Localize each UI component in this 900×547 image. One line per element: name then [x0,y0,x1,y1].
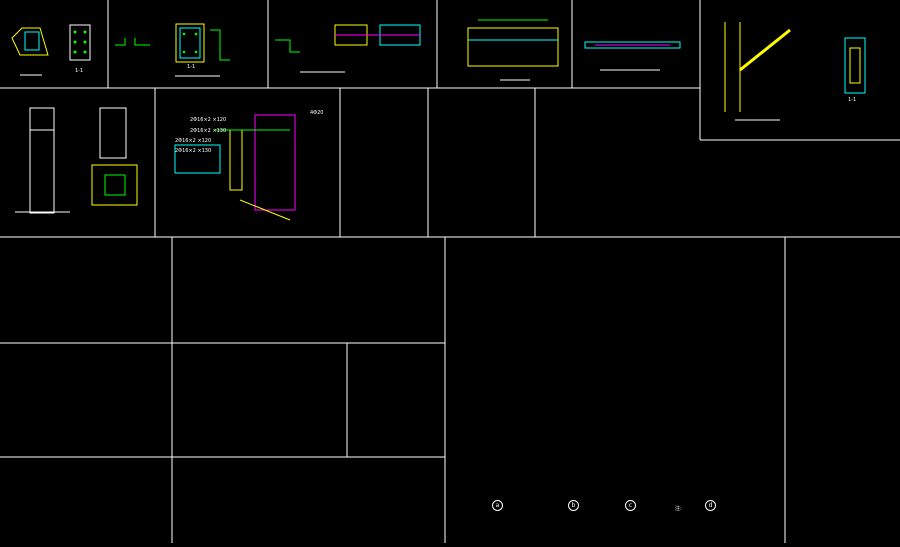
dimension-label-1: 2Φ16×2 ×120 [190,117,227,123]
base-plate-detail [11,24,91,76]
beam-connection-detail-1 [115,23,230,77]
beam-connection-detail-2 [275,24,421,73]
section-mark-2: 1-1 [187,64,196,70]
notes-header: 注: [675,506,682,512]
detail-bubble-d: d [705,500,716,511]
gusset-plate-detail [467,19,559,81]
detail-bubble-c: c [625,500,636,511]
section-mark-1: 1-1 [75,68,84,74]
beam-splice-detail [174,114,296,221]
dimension-label-5: 4Φ20 [310,110,324,116]
detail-bubble-a: a [492,500,503,511]
section-mark-3: 1-1 [848,97,857,103]
bracing-rod-detail [584,41,681,71]
dimension-label-3: 2Φ16×2 ×120 [175,138,212,144]
column-elevation [15,107,138,214]
dimension-label-4: 2Φ16×2 ×130 [175,148,212,154]
column-bracing-detail [724,22,866,121]
detail-bubble-b: b [568,500,579,511]
dimension-label-2: 2Φ16×2 ×130 [190,128,227,134]
